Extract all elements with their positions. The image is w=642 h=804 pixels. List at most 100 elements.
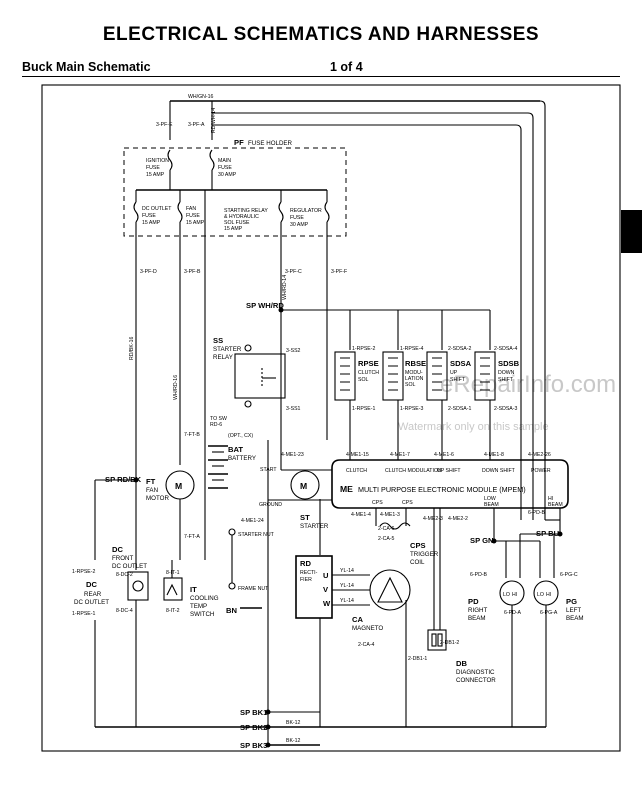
wire-label: YL-14	[340, 598, 354, 604]
connector-label: 6-PD-B	[470, 572, 488, 578]
pf-id: PF	[234, 138, 244, 147]
fuse-label: FUSE	[186, 213, 200, 219]
dc-rear-name: DC OUTLET	[74, 599, 109, 606]
bn-label: BN	[226, 606, 237, 615]
connector-label: 3-PF-C	[285, 269, 302, 275]
pf-name: FUSE HOLDER	[248, 140, 293, 147]
solenoid-sdsb: 2-SDSA-4 2-SDSA-3 SDSB DOWN SHIFT	[474, 346, 520, 460]
connector-label: 3-PF-B	[184, 269, 201, 275]
connector-label: 2-SDSA-1	[448, 406, 471, 412]
solenoid-name: SHIFT	[498, 377, 514, 383]
fuse-label: & HYDRAULIC	[224, 214, 259, 220]
connector-label: 8-IT-2	[166, 608, 180, 614]
ft-name: MOTOR	[146, 495, 169, 502]
module-input: DOWN SHIFT	[482, 468, 516, 474]
front-dc-outlet: DC FRONT DC OUTLET 8-DC-2 8-DC-4	[112, 545, 149, 614]
connector-label: 3-PF-F	[331, 269, 347, 275]
connector-label: 6-PD-B	[528, 510, 546, 516]
magneto-ca: CA MAGNETO YL-14 YL-14 YL-14 2-CA-4	[332, 568, 411, 648]
wire-label: RD/BK-16	[129, 337, 135, 360]
pd-id: PD	[468, 597, 479, 606]
fan-motor-ft: M FT FAN MOTOR 7-FT-B 7-FT-A	[146, 432, 200, 560]
battery-bat: BAT BATTERY	[208, 445, 256, 489]
wire-label: YL-14	[340, 568, 354, 574]
fuse-label: FUSE	[142, 213, 156, 219]
fuse-label: STARTING RELAY	[224, 208, 268, 214]
mpem-module: ME MULTI PURPOSE ELECTRONIC MODULE (MPEM…	[331, 420, 569, 509]
fuse-label: FAN	[186, 206, 196, 212]
st-id: ST	[300, 513, 310, 522]
wire-label: WH/RD-16	[173, 375, 179, 400]
ground-bus: SP BK1 SP BK2 SP BK3 BK-12 BK-12	[95, 708, 546, 750]
start-label: START	[260, 467, 277, 473]
motor-glyph: M	[300, 481, 307, 491]
connector-label: 1-RPSE-2	[72, 569, 95, 575]
dc-name: DC OUTLET	[112, 563, 147, 570]
splice-label: SP BK2	[240, 723, 267, 732]
motor-glyph: M	[175, 481, 182, 491]
fuse-label: DC OUTLET	[142, 206, 172, 212]
solenoid-name: CLUTCH	[358, 370, 379, 376]
solenoid-rpse: 1-RPSE-2 1-RPSE-1 RPSE CLUTCH SOL	[334, 346, 379, 460]
module-pin: 4-ME1-15	[346, 452, 369, 458]
module-input: POWER	[531, 468, 551, 474]
to-sw-label: TO SW	[210, 416, 227, 422]
module-pin: 4-ME1-6	[434, 452, 454, 458]
wire-label: BK-12	[286, 738, 301, 744]
rectifier-rd: RD RECTI- FIER U V W	[295, 555, 333, 727]
starter-nut-label: STARTER NUT	[238, 532, 275, 538]
ss-name: STARTER	[213, 346, 242, 353]
schematic-subtitle: Buck Main Schematic	[22, 60, 151, 74]
pd-pin: HI	[512, 592, 517, 598]
headlight-circuit: SP GN SP BU 6-PD-B LO HI PD RIGHT BEAM 6…	[468, 507, 584, 727]
splice-label: SP BK1	[240, 708, 268, 717]
bat-name: BATTERY	[228, 455, 256, 462]
solenoid-name: SOL	[405, 382, 415, 388]
connector-label: 7-FT-A	[184, 534, 200, 540]
watermark-note: Watermark only on this sample	[398, 421, 549, 433]
rd-terminal: V	[323, 585, 329, 594]
module-pin: 4-ME1-23	[281, 452, 304, 458]
wire-label: BK-12	[286, 720, 301, 726]
connector-label: 1-RPSE-3	[400, 406, 423, 412]
wire-label: WH/GN-16	[188, 94, 213, 100]
bat-id: BAT	[228, 445, 243, 454]
connector-label: 3-SS2	[286, 348, 301, 354]
solenoid-id: SDSB	[498, 359, 520, 368]
solenoid-name: LATION	[405, 376, 424, 382]
st-name: STARTER	[300, 523, 329, 530]
connector-label: 2-DB1-1	[408, 656, 427, 662]
module-pin: 4-ME1-7	[390, 452, 410, 458]
starter-st: M ST STARTER START GROUND 4-ME1-23 4-ME1…	[241, 440, 332, 712]
rd-terminal: U	[323, 571, 329, 580]
connector-label: 2-CA-5	[378, 536, 395, 542]
db-name: CONNECTOR	[456, 677, 496, 684]
rd-name: RECTI-	[300, 570, 318, 576]
pg-id: PG	[566, 597, 577, 606]
section-tab	[621, 210, 642, 253]
fuse-label: 15 AMP	[186, 220, 205, 226]
module-pin: 4-ME2-26	[528, 452, 551, 458]
fuse-label: 30 AMP	[218, 172, 237, 178]
solenoid-rbse: 1-RPSE-4 1-RPSE-3 RBSE MODU- LATION SOL	[382, 346, 426, 460]
module-input: BEAM	[548, 502, 563, 508]
wire-label: YL-14	[340, 583, 354, 589]
ground-label: GROUND	[259, 502, 282, 508]
ca-id: CA	[352, 615, 363, 624]
pd-pin: LO	[503, 592, 510, 598]
mpem-id: ME	[340, 484, 353, 494]
solenoid-name: SHIFT	[450, 377, 466, 383]
starter-relay-ss: SS STARTER RELAY 3-SS2 3-SS1 TO SW RD-6 …	[210, 336, 301, 439]
module-pin: 4-ME1-3	[380, 512, 400, 518]
solenoid-sdsa: 2-SDSA-2 2-SDSA-1 SDSA UP SHIFT	[426, 346, 472, 460]
page-number: 1 of 4	[330, 60, 363, 74]
connector-label: 8-DC-4	[116, 608, 133, 614]
fuse-label: 15 AMP	[142, 220, 161, 226]
connector-label: 2-SDSA-2	[448, 346, 471, 352]
solenoid-name: DOWN	[498, 370, 515, 376]
solenoid-id: RPSE	[358, 359, 379, 368]
mpem-name: MULTI PURPOSE ELECTRONIC MODULE (MPEM)	[358, 485, 526, 494]
fuse-label: IGNITION	[146, 158, 169, 164]
dc-name: FRONT	[112, 555, 134, 562]
connector-label: 2-SDSA-4	[494, 346, 517, 352]
